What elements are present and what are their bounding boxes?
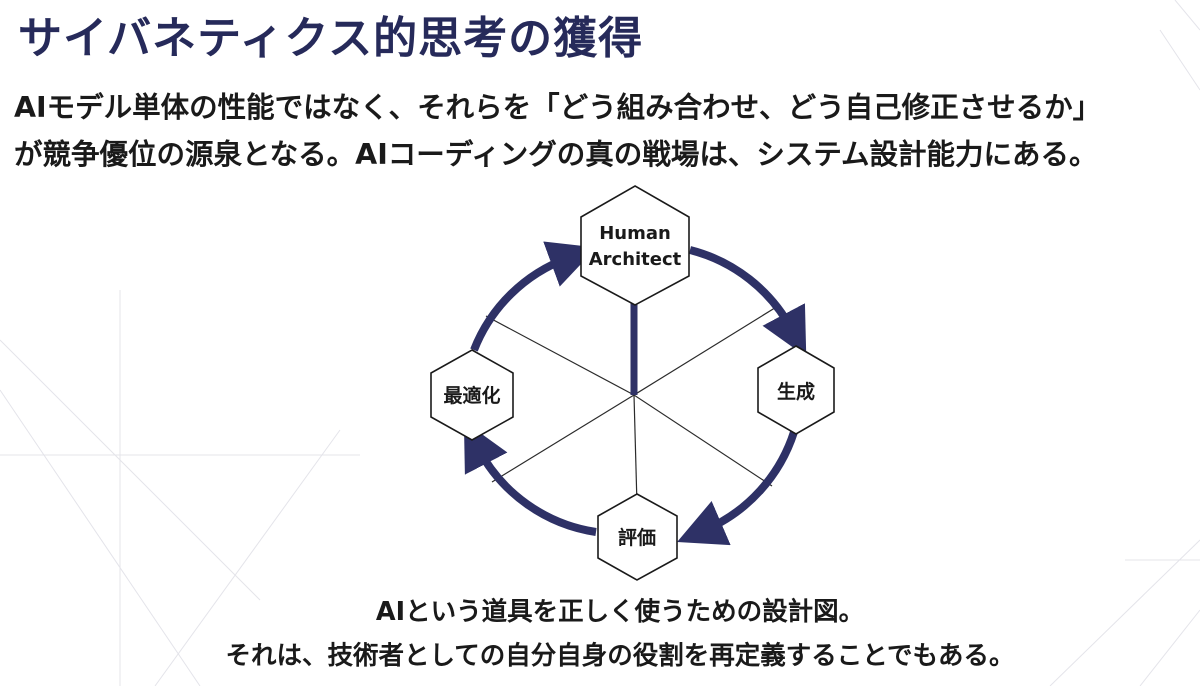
lead-line-2: が競争優位の源泉となる。AIコーディングの真の戦場は、システム設計能力にある。 (14, 138, 1098, 171)
node-optimize: 最適化 (430, 349, 514, 441)
spoke-lower-right (633, 394, 773, 487)
node-human-architect-line1: Human (599, 223, 671, 244)
node-human-architect-line2: Architect (589, 249, 682, 270)
arrow-architect-to-generate (689, 246, 807, 357)
node-generate-label: 生成 (777, 380, 815, 403)
spoke-upper-right (633, 305, 779, 396)
node-generate: 生成 (757, 345, 835, 435)
page-title: サイバネティクス的思考の獲得 (18, 13, 644, 64)
node-optimize-label: 最適化 (443, 384, 500, 407)
spoke-bottom (633, 394, 638, 506)
node-evaluate: 評価 (597, 493, 678, 581)
footer-line-2: それは、技術者としての自分自身の役割を再定義することでもある。 (225, 641, 1015, 671)
node-evaluate-label: 評価 (618, 526, 656, 549)
spoke-upper-left (485, 315, 635, 396)
lead-line-1: AIモデル単体の性能ではなく、それらを「どう組み合わせ、どう自己修正させるか」 (14, 91, 1102, 124)
arrow-evaluate-to-optimize (463, 421, 597, 536)
footer-line-1: AIという道具を正しく使うための設計図。 (375, 597, 865, 627)
spokes (485, 305, 779, 506)
lead-text: AIモデル単体の性能ではなく、それらを「どう組み合わせ、どう自己修正させるか」 … (14, 84, 1194, 178)
arrow-optimize-to-architect (470, 241, 597, 352)
spoke-lower-left (491, 394, 635, 483)
arrow-generate-to-evaluate (677, 430, 798, 546)
cycle-arrows (463, 241, 807, 546)
node-human-architect: Human Architect (580, 185, 690, 306)
footer-text: AIという道具を正しく使うための設計図。 それは、技術者としての自分自身の役割を… (0, 590, 1200, 678)
